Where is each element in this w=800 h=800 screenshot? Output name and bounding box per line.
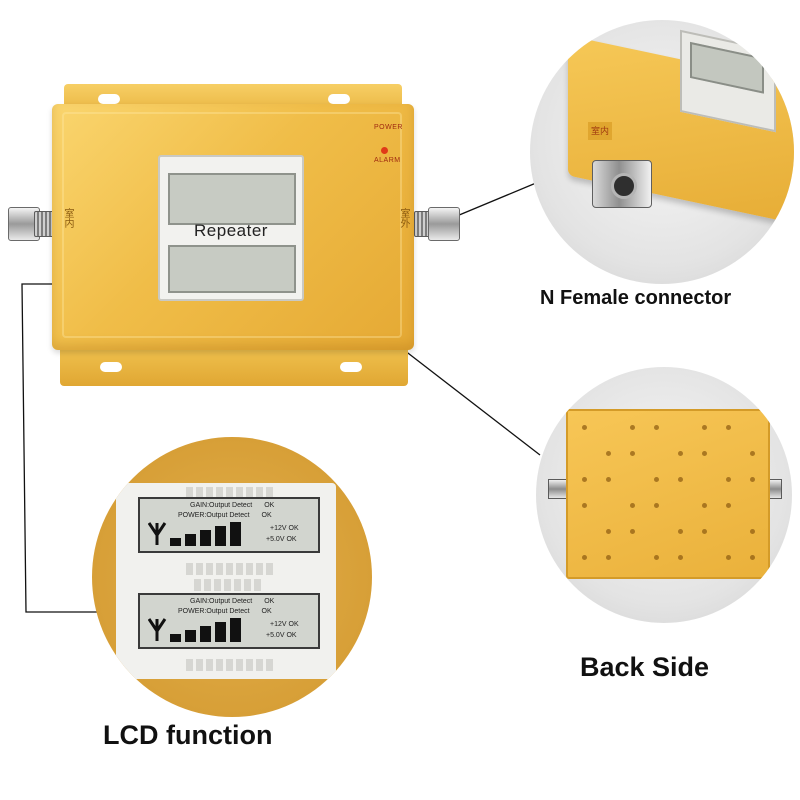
signal-bar bbox=[200, 530, 211, 546]
screw-hole bbox=[702, 503, 707, 508]
power-led bbox=[381, 147, 388, 154]
screw-hole bbox=[726, 503, 731, 508]
v12-text: +12V bbox=[270, 621, 287, 628]
signal-bars-icon bbox=[148, 522, 241, 546]
screw-hole bbox=[630, 503, 635, 508]
connector-socket bbox=[611, 173, 637, 199]
leader-line-connector bbox=[451, 182, 537, 219]
v5-status: OK bbox=[286, 632, 297, 639]
zoomed-port-mark: 室内 bbox=[588, 122, 612, 140]
back-plate bbox=[566, 409, 770, 579]
screw-hole bbox=[750, 451, 755, 456]
screw-hole bbox=[678, 555, 683, 560]
screw-hole bbox=[582, 503, 587, 508]
signal-bar bbox=[215, 526, 226, 546]
screw-hole bbox=[678, 451, 683, 456]
screw-hole bbox=[702, 425, 707, 430]
leader-line-back bbox=[403, 349, 541, 456]
gain-status: OK bbox=[264, 598, 275, 605]
screw-hole bbox=[726, 477, 731, 482]
alarm-mark: ALARM bbox=[374, 157, 401, 164]
mounting-slot bbox=[328, 94, 350, 104]
signal-bar bbox=[230, 522, 241, 546]
screw-hole bbox=[606, 555, 611, 560]
v12-status: OK bbox=[288, 621, 299, 628]
signal-bar bbox=[200, 626, 211, 642]
gain-status: OK bbox=[264, 502, 275, 509]
screw-hole bbox=[750, 477, 755, 482]
screw-hole bbox=[702, 451, 707, 456]
signal-bar bbox=[170, 538, 181, 546]
screw-hole bbox=[582, 425, 587, 430]
n-female-connector bbox=[592, 160, 652, 208]
back-side-zoom-circle bbox=[536, 367, 792, 623]
lcd-zoom-circle: GAIN:Output Detect OK POWER:Output Detec… bbox=[92, 437, 372, 717]
panel-print bbox=[186, 563, 276, 575]
screw-hole bbox=[606, 451, 611, 456]
power-text: POWER:Output Detect bbox=[178, 608, 250, 615]
signal-bar bbox=[230, 618, 241, 642]
indoor-port-mark: 室内 bbox=[62, 208, 73, 228]
connector-thread bbox=[34, 211, 54, 237]
repeater-label: Repeater bbox=[194, 221, 268, 240]
v12-text: +12V bbox=[270, 525, 287, 532]
signal-bar bbox=[215, 622, 226, 642]
signal-bars-icon bbox=[148, 618, 241, 642]
screw-hole bbox=[750, 555, 755, 560]
mounting-slot bbox=[98, 94, 120, 104]
lcd-panel: GAIN:Output Detect OK POWER:Output Detec… bbox=[116, 483, 336, 679]
screw-hole bbox=[678, 529, 683, 534]
lcd-screen-upper bbox=[168, 173, 296, 225]
screw-hole bbox=[606, 477, 611, 482]
power-status: OK bbox=[261, 512, 272, 519]
connector-caption: N Female connector bbox=[540, 287, 732, 309]
screw-hole bbox=[726, 425, 731, 430]
screw-hole bbox=[702, 529, 707, 534]
screw-hole bbox=[750, 529, 755, 534]
signal-bar bbox=[185, 630, 196, 642]
panel-print bbox=[186, 659, 276, 671]
zoomed-lcd-screen bbox=[690, 41, 764, 94]
antenna-icon bbox=[148, 522, 167, 545]
lcd-status-screen: GAIN:Output Detect OK POWER:Output Detec… bbox=[138, 497, 320, 553]
panel-print bbox=[186, 487, 276, 499]
connector-zoom-circle: 室内 bbox=[530, 20, 794, 284]
power-text: POWER:Output Detect bbox=[178, 512, 250, 519]
screw-hole bbox=[678, 477, 683, 482]
v12-status: OK bbox=[288, 525, 299, 532]
screw-hole bbox=[654, 477, 659, 482]
panel-print bbox=[194, 579, 264, 591]
power-mark: POWER bbox=[374, 124, 403, 131]
signal-bar bbox=[170, 634, 181, 642]
lcd-function-caption: LCD function bbox=[103, 720, 273, 750]
lcd-display: Repeater bbox=[158, 155, 304, 301]
screw-hole bbox=[630, 529, 635, 534]
antenna-icon bbox=[148, 618, 167, 641]
signal-bar bbox=[185, 534, 196, 546]
outdoor-port-mark: 室外 bbox=[398, 208, 409, 228]
screw-hole bbox=[630, 425, 635, 430]
screw-hole bbox=[654, 555, 659, 560]
power-status: OK bbox=[261, 608, 272, 615]
mounting-slot bbox=[340, 362, 362, 372]
screw-hole bbox=[630, 451, 635, 456]
gain-text: GAIN:Output Detect bbox=[190, 598, 253, 605]
back-connector-left bbox=[548, 479, 568, 499]
lcd-screen-lower bbox=[168, 245, 296, 293]
screw-hole bbox=[582, 555, 587, 560]
v5-text: +5.0V bbox=[266, 536, 285, 543]
screw-hole bbox=[654, 503, 659, 508]
screw-hole bbox=[582, 477, 587, 482]
v5-text: +5.0V bbox=[266, 632, 285, 639]
lcd-status-screen: GAIN:Output Detect OK POWER:Output Detec… bbox=[138, 593, 320, 649]
gain-text: GAIN:Output Detect bbox=[190, 502, 253, 509]
screw-hole bbox=[606, 529, 611, 534]
screw-hole bbox=[654, 425, 659, 430]
outdoor-n-connector bbox=[428, 207, 460, 241]
v5-status: OK bbox=[286, 536, 297, 543]
back-side-caption: Back Side bbox=[580, 652, 710, 682]
screw-hole bbox=[726, 555, 731, 560]
mounting-slot bbox=[100, 362, 122, 372]
